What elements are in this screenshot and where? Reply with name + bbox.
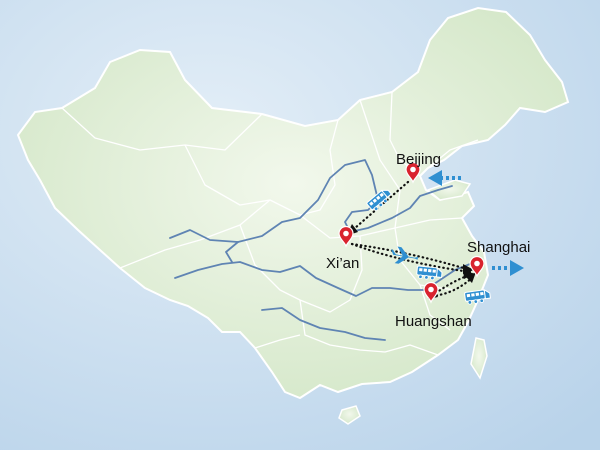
province-borders bbox=[61, 91, 479, 356]
arrival-arrow-icon bbox=[428, 170, 462, 186]
city-label-xian: Xi’an bbox=[326, 255, 359, 272]
city-label-huangshan: Huangshan bbox=[395, 313, 472, 330]
taiwan-island bbox=[470, 337, 488, 380]
route-xian-shanghai-flight bbox=[350, 242, 472, 272]
hainan-island bbox=[338, 405, 361, 425]
peninsula bbox=[426, 179, 472, 201]
city-label-beijing: Beijing bbox=[396, 151, 441, 168]
departure-arrow-icon bbox=[492, 260, 524, 276]
arrowhead-shanghai-return bbox=[466, 272, 476, 283]
city-label-shanghai: Shanghai bbox=[467, 239, 530, 256]
arrowhead-shanghai-train bbox=[463, 269, 474, 279]
